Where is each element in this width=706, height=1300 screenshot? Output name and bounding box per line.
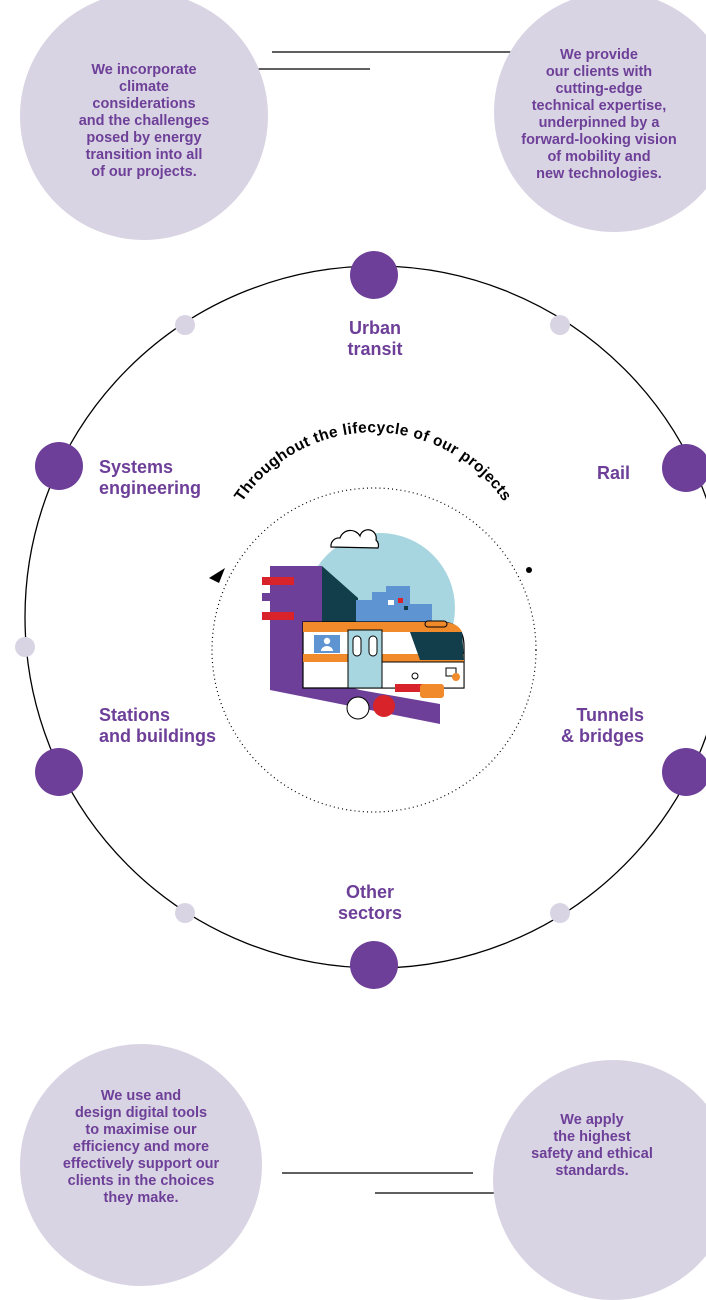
sector-label-other-sectors: Other sectors	[337, 882, 403, 923]
sector-label-stations-buildings: Stations and buildings	[99, 705, 216, 746]
climate-statement: We incorporate climate considerations an…	[78, 61, 210, 180]
safety-statement: We apply the highest safety and ethical …	[531, 1112, 653, 1179]
sector-label-rail: Rail	[596, 463, 630, 483]
diagram-canvas: Throughout the lifecycle of our projects	[15, 51, 706, 1194]
lifecycle-dotted-ring	[211, 487, 537, 813]
sector-node-tunnels-bridges	[662, 748, 706, 796]
minor-node	[550, 315, 570, 335]
corner-bubble-climate: We incorporate climate considerations an…	[20, 0, 268, 240]
sector-label-urban-transit: Urban transit	[347, 318, 403, 359]
sector-label-systems-engineering: Systems engineering	[99, 457, 202, 498]
minor-node	[550, 903, 570, 923]
lifecycle-arrow-icon	[209, 568, 225, 583]
sector-node-urban-transit	[350, 251, 398, 299]
lifecycle-arc-text: Throughout the lifecycle of our projects	[231, 419, 514, 504]
minor-node	[175, 903, 195, 923]
sector-node-stations-buildings	[35, 748, 83, 796]
sector-node-systems-engineering	[35, 442, 83, 490]
sector-label-tunnels-bridges: Tunnels & bridges	[560, 705, 644, 746]
sector-node-rail	[662, 444, 706, 492]
lifecycle-end-dot	[526, 567, 532, 573]
corner-bubble-expertise: We provide our clients with cutting-edge…	[494, 0, 706, 232]
minor-node	[15, 637, 35, 657]
sector-node-other-sectors	[350, 941, 398, 989]
digital-statement: We use and design digital tools to maxim…	[62, 1087, 220, 1206]
expertise-statement: We provide our clients with cutting-edge…	[521, 47, 677, 182]
corner-bubble-digital: We use and design digital tools to maxim…	[20, 1044, 262, 1286]
cloud-icon	[330, 529, 380, 549]
train-illustration-icon	[262, 529, 465, 724]
minor-node	[175, 315, 195, 335]
